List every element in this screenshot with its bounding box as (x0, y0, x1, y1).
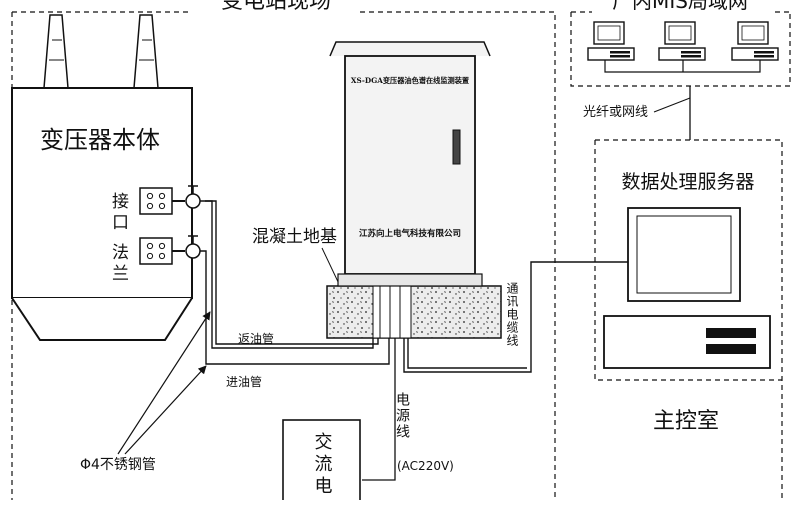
steel-pipe-arrow-1 (117, 311, 211, 455)
power-line-label: 电源线 (394, 392, 410, 440)
flange-top (139, 187, 173, 215)
mis-network-title: 厂内MIS局域网 (612, 0, 748, 13)
network-pc-2 (658, 21, 706, 61)
network-bus (604, 60, 761, 73)
steel-pipe-arrow-2 (124, 365, 207, 455)
ac-power-label: 交流电 (312, 432, 333, 498)
oil-pipes (200, 200, 628, 373)
substation-title: 变电站现场 (221, 0, 331, 14)
server-label: 数据处理服务器 (621, 171, 754, 193)
ac-power-box (282, 419, 361, 505)
flange-label-bottom: 法兰 (108, 243, 129, 285)
network-pc-3 (731, 21, 779, 61)
concrete-label: 混凝土地基 (252, 227, 337, 247)
fiber-link-leader (653, 97, 691, 113)
inlet-pipe-label: 进油管 (226, 374, 262, 389)
monitoring-cabinet (329, 41, 491, 287)
cabinet-title: XS-DGA变压器油色谱在线监测装置 (351, 76, 469, 85)
steel-pipe-label: Φ4不锈钢管 (80, 457, 156, 473)
server-boundary (594, 139, 783, 500)
concrete-leader (321, 247, 341, 287)
transformer (11, 14, 193, 341)
flange-label-top: 接口 (108, 192, 129, 234)
flange-bottom (139, 237, 173, 265)
power-line (362, 338, 396, 481)
transformer-body-label: 变压器本体 (40, 126, 160, 154)
mis-network-boundary (570, 11, 791, 87)
fiber-link-label: 光纤或网线 (583, 105, 648, 120)
cabinet-company: 江苏向上电气科技有限公司 (359, 228, 461, 239)
return-pipe-label: 返油管 (238, 331, 274, 346)
comm-cable-label: 通讯电缆线 (505, 282, 519, 347)
concrete-foundation (326, 285, 502, 339)
control-room-label: 主控室 (653, 409, 719, 434)
power-line-voltage: (AC220V) (397, 459, 454, 473)
server-computer (603, 207, 771, 369)
network-pc-1 (587, 21, 635, 61)
